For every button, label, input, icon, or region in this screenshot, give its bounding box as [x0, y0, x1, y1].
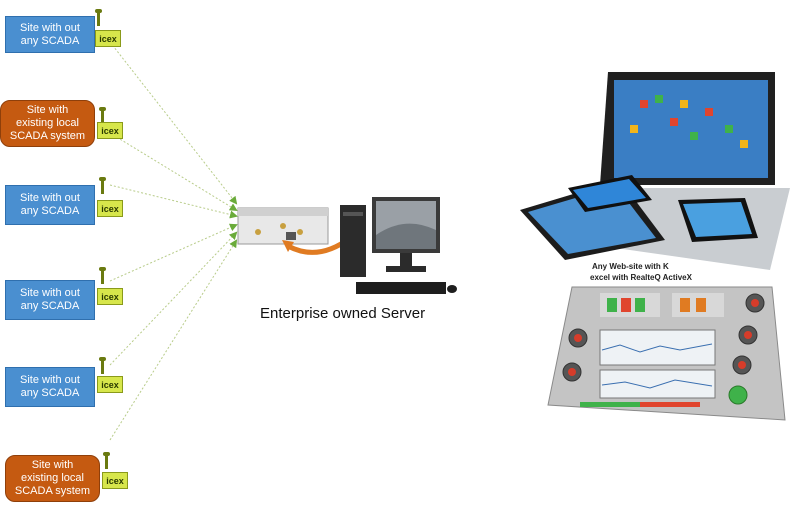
site-label: Site with existing local SCADA system — [9, 104, 86, 142]
dashboard-image — [547, 286, 786, 421]
icex-device: icex — [97, 122, 123, 139]
icex-device: icex — [97, 376, 123, 393]
icex-device: icex — [102, 472, 128, 489]
link-line — [109, 231, 238, 366]
icex-device: icex — [95, 30, 121, 47]
link-line — [109, 184, 238, 219]
link-line — [109, 132, 238, 212]
antenna-icon — [99, 267, 106, 284]
antenna-icon — [103, 452, 110, 469]
mobile-devices-image — [520, 175, 758, 260]
antenna-icon — [95, 9, 102, 26]
icex-device: icex — [97, 288, 123, 305]
link-line — [109, 239, 238, 441]
site-label: Site with out any SCADA — [20, 192, 80, 217]
site-box: Site with out any SCADA — [5, 16, 95, 53]
site-box: Site with existing local SCADA system — [0, 100, 95, 147]
antenna-icon — [99, 107, 106, 124]
icex-device: icex — [97, 200, 123, 217]
devices-caption-1: Any Web-site with K — [592, 262, 669, 271]
site-label: Site with existing local SCADA system — [14, 459, 91, 497]
gateway-device — [237, 207, 329, 245]
site-box: Site with out any SCADA — [5, 367, 95, 407]
link-line — [109, 223, 238, 282]
site-box: Site with out any SCADA — [5, 280, 95, 320]
site-box: Site with existing local SCADA system — [5, 455, 100, 502]
icex-label: icex — [101, 291, 119, 302]
site-box: Site with out any SCADA — [5, 185, 95, 225]
link-line — [109, 41, 238, 205]
antenna-icon — [99, 177, 106, 194]
server-computer — [340, 197, 457, 294]
site-label: Site with out any SCADA — [20, 374, 80, 399]
site-label: Site with out any SCADA — [20, 287, 80, 312]
server-label: Enterprise owned Server — [260, 305, 426, 322]
icex-label: icex — [101, 203, 119, 214]
icex-label: icex — [106, 475, 124, 486]
icex-label: icex — [101, 379, 119, 390]
antenna-icon — [99, 357, 106, 374]
site-label: Site with out any SCADA — [20, 21, 80, 47]
icex-label: icex — [101, 125, 119, 136]
icex-label: icex — [99, 33, 117, 44]
devices-caption-2: excel with RealteQ ActiveX — [590, 273, 692, 282]
